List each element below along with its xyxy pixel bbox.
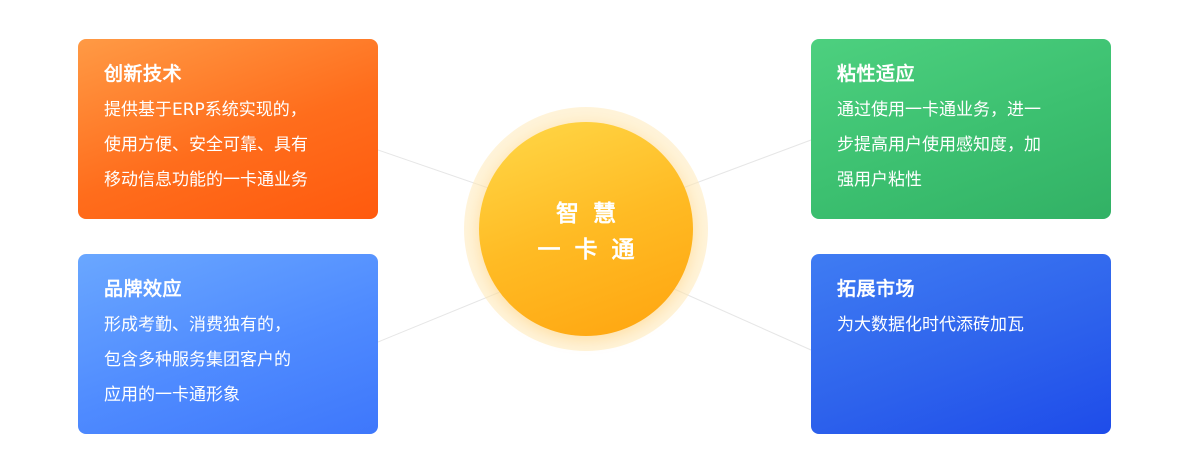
connector-bottom-right <box>671 287 812 351</box>
card-brand-line-1: 形成考勤、消费独有的， <box>104 315 291 335</box>
card-innovation-line-1: 提供基于ERP系统实现的， <box>104 100 307 120</box>
hub-circle: 智慧 一卡通 <box>479 122 693 336</box>
hub-title-line-1: 智慧 <box>556 201 630 227</box>
card-stickiness-title: 粘性适应 <box>837 63 916 85</box>
hub-title-line-2: 一卡通 <box>537 237 649 263</box>
card-stickiness-line-3: 强用户粘性 <box>837 170 922 190</box>
card-stickiness-line-1: 通过使用一卡通业务，进一 <box>837 100 1041 120</box>
card-innovation-line-3: 移动信息功能的一卡通业务 <box>104 170 308 190</box>
card-market-title: 拓展市场 <box>837 278 916 300</box>
card-brand-line-3: 应用的一卡通形象 <box>104 385 240 405</box>
card-stickiness: 粘性适应 通过使用一卡通业务，进一 步提高用户使用感知度，加 强用户粘性 <box>811 39 1111 219</box>
card-market-line-1: 为大数据化时代添砖加瓦 <box>837 315 1024 335</box>
card-innovation-line-2: 使用方便、安全可靠、具有 <box>104 135 308 155</box>
card-stickiness-line-2: 步提高用户使用感知度，加 <box>837 135 1041 155</box>
card-innovation: 创新技术 提供基于ERP系统实现的， 使用方便、安全可靠、具有 移动信息功能的一… <box>78 39 378 219</box>
card-brand: 品牌效应 形成考勤、消费独有的， 包含多种服务集团客户的 应用的一卡通形象 <box>78 254 378 434</box>
card-brand-line-2: 包含多种服务集团客户的 <box>104 350 291 370</box>
connector-bottom-left <box>377 291 501 343</box>
card-innovation-title: 创新技术 <box>104 63 183 85</box>
card-brand-title: 品牌效应 <box>104 278 183 300</box>
card-market: 拓展市场 为大数据化时代添砖加瓦 <box>811 254 1111 434</box>
